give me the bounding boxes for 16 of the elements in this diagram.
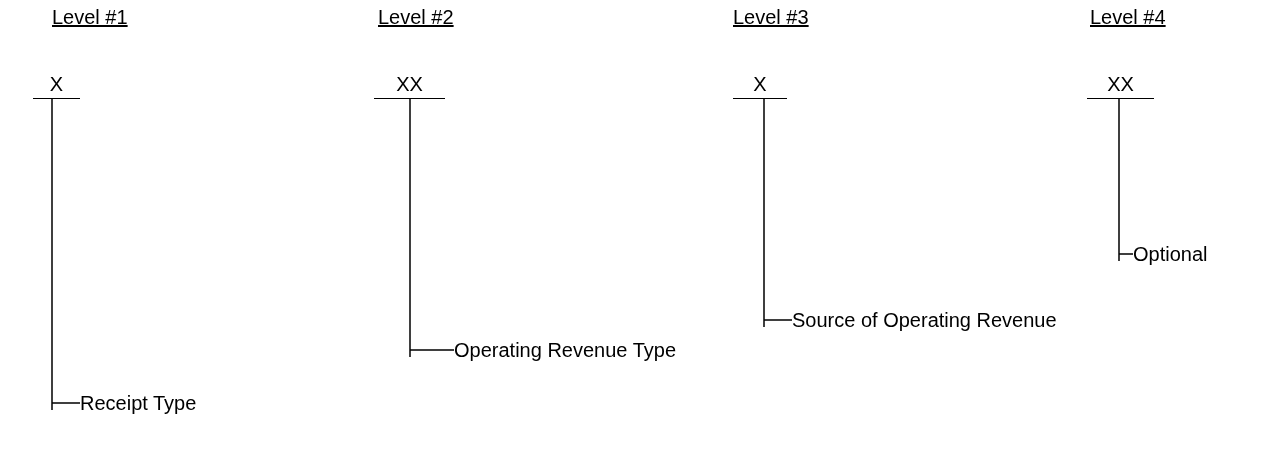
leader-line <box>409 98 455 358</box>
fill-in-line: XX <box>374 62 445 99</box>
field-description: Receipt Type <box>80 390 197 416</box>
field-description: Operating Revenue Type <box>454 337 676 363</box>
level-heading: Level #4 <box>1090 5 1166 30</box>
field-description: Optional <box>1133 241 1208 267</box>
level-heading: Level #3 <box>733 5 809 30</box>
leader-line <box>51 98 81 411</box>
fill-in-line: XX <box>1087 62 1154 99</box>
fill-in-line: X <box>33 62 80 99</box>
level-heading: Level #1 <box>52 5 128 30</box>
level-heading: Level #2 <box>378 5 454 30</box>
leader-line <box>763 98 793 328</box>
field-description: Source of Operating Revenue <box>792 307 1057 333</box>
leader-line <box>1118 98 1134 262</box>
fill-in-line: X <box>733 62 787 99</box>
